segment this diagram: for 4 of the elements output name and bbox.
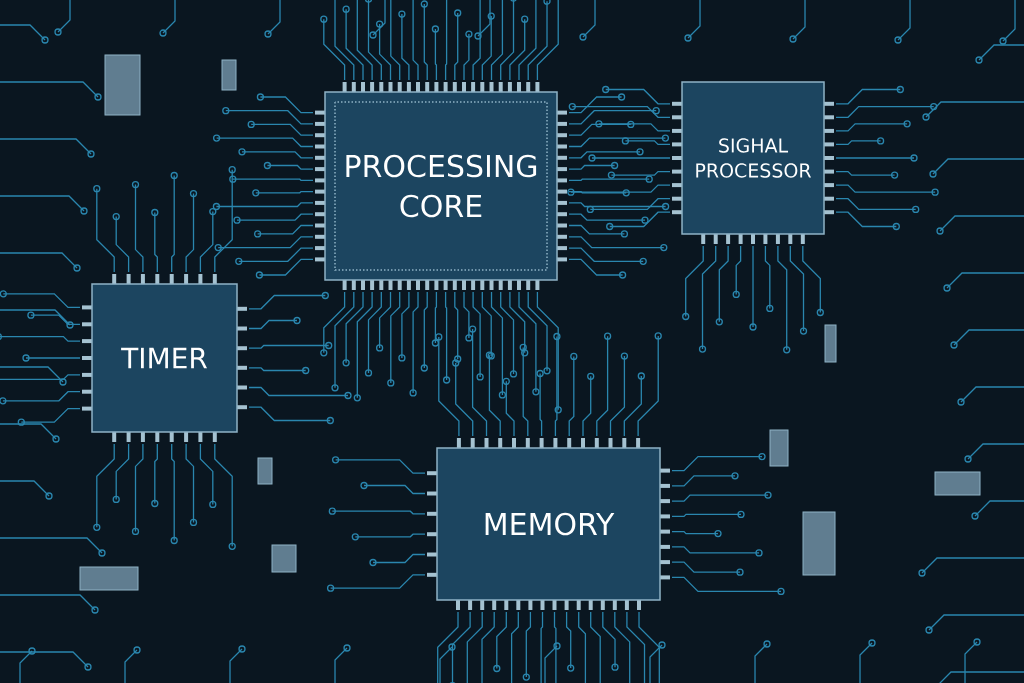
chip: MEMORY (436, 447, 661, 601)
chip: TIMER (91, 283, 238, 433)
chip: PROCESSING CORE (324, 91, 558, 281)
chip: SIGHAL PROCESSOR (681, 81, 825, 235)
